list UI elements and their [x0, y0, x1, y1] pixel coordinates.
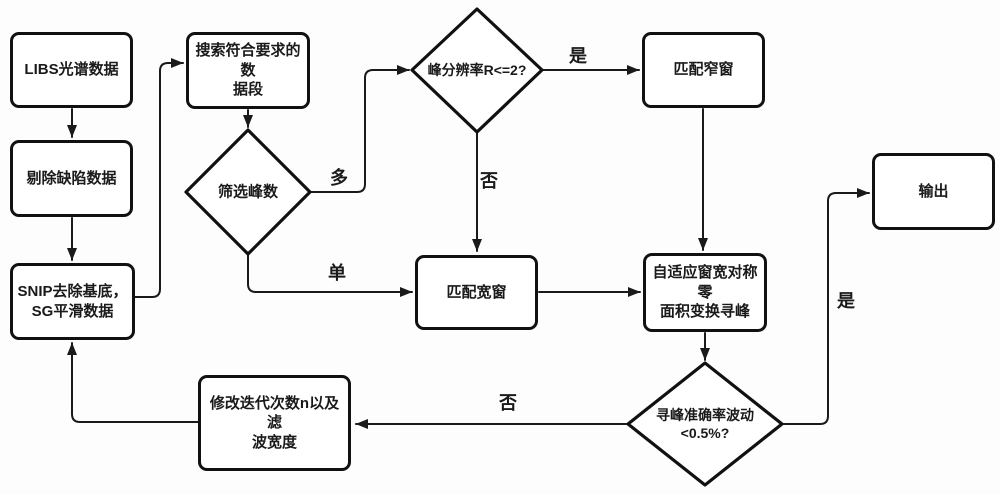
edge-label-many: 多	[330, 168, 348, 188]
edge-modify-to-snip	[67, 342, 199, 423]
edge-snip-to-search	[134, 58, 184, 298]
edge-label-single: 单	[328, 263, 346, 283]
node-snip-baseline-sg-smooth: SNIP去除基底， SG平滑数据	[10, 263, 135, 340]
edge-filter-single-to-wide	[247, 254, 413, 297]
node-adaptive-zero-area-transform: 自适应窗宽对称零 面积变换寻峰	[643, 253, 767, 332]
edge-filter-many-to-resolution	[309, 65, 410, 193]
decision-peak-resolution	[410, 7, 544, 134]
edge-label-accuracy-yes: 是	[837, 291, 855, 311]
edge-label-resolution-no: 否	[480, 171, 498, 191]
edge-label-resolution-yes: 是	[569, 46, 587, 66]
node-remove-defect-data: 剔除缺陷数据	[10, 140, 133, 217]
edge-accuracy-yes-to-output	[782, 188, 870, 425]
decision-filter-peak-count-label: 筛选峰数	[217, 183, 278, 201]
decision-accuracy-fluctuation	[626, 361, 784, 487]
node-match-narrow-window: 匹配窄窗	[642, 32, 765, 108]
node-modify-iteration-filter-width: 修改迭代次数n以及滤 波宽度	[198, 375, 351, 471]
node-libs-spectral-data: LIBS光谱数据	[10, 32, 133, 108]
node-match-wide-window: 匹配宽窗	[415, 255, 538, 330]
decision-filter-peak-count	[184, 128, 312, 256]
node-search-data-segment: 搜索符合要求的数 据段	[186, 32, 310, 109]
edge-label-accuracy-no: 否	[499, 393, 517, 413]
decision-peak-resolution-label: 峰分辨率R<=2?	[427, 61, 527, 78]
decision-accuracy-fluctuation-label: 寻峰准确率波动 <0.5%?	[656, 406, 754, 441]
node-output: 输出	[872, 153, 995, 230]
